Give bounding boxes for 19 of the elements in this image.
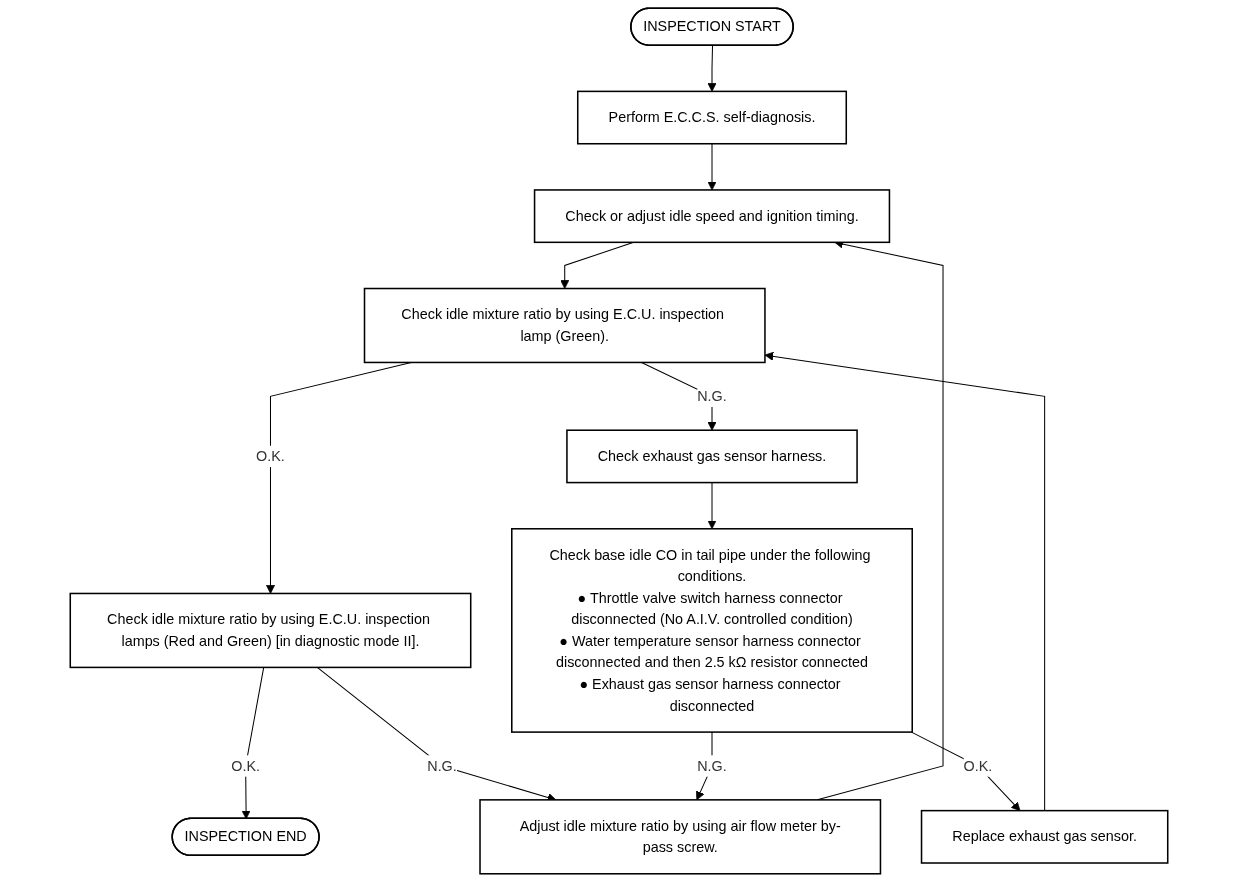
node-box: Check idle mixture ratio by using E.C.U. inspection lamps (Red and Green) [in diagnostic mode II]. bbox=[69, 592, 472, 669]
arrow bbox=[764, 351, 1046, 812]
node-box: Check or adjust idle speed and ignition timing. bbox=[533, 189, 891, 244]
arrow bbox=[707, 482, 717, 530]
node-box: Check base idle CO in tail pipe under the following conditions. ● Throttle valve switch harness connector disconnected (No A.I.V. controlled condition) ● Water temperature sensor harness connector disconnected and then 2.5 kΩ resistor connected ● Exhaust gas sensor harness connector disconnected bbox=[511, 528, 913, 733]
edge-label: N.G. bbox=[427, 757, 457, 774]
edge-label: N.G. bbox=[697, 387, 727, 405]
arrow bbox=[910, 731, 1021, 812]
arrow bbox=[707, 143, 717, 191]
edge-label: O.K. bbox=[231, 757, 261, 774]
node-box: Check idle mixture ratio by using E.C.U. inspection lamp (Green). bbox=[363, 287, 766, 364]
node-box: Adjust idle mixture ratio by using air flow meter by-pass screw. bbox=[479, 799, 882, 875]
arrow bbox=[707, 45, 717, 92]
node-box: Check exhaust gas sensor harness. bbox=[566, 429, 858, 484]
node-box: Perform E.C.C.S. self-diagnosis. bbox=[576, 90, 848, 145]
edge-label: O.K. bbox=[963, 757, 993, 774]
node-box: Replace exhaust gas sensor. bbox=[920, 809, 1169, 864]
edge-label: O.K. bbox=[256, 447, 285, 465]
edge-label: N.G. bbox=[697, 757, 727, 774]
